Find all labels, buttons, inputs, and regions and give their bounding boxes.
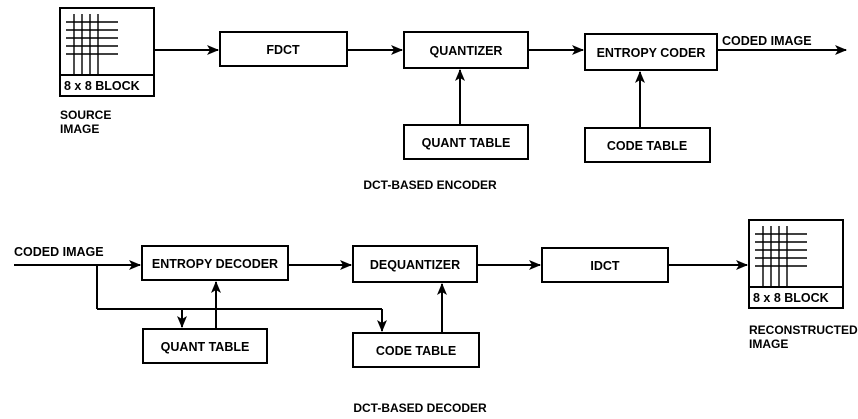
source-grid-icon bbox=[66, 14, 118, 74]
encoder-output-label: CODED IMAGE bbox=[722, 34, 812, 48]
decoder-input-label: CODED IMAGE bbox=[14, 245, 104, 259]
fdct-box bbox=[219, 31, 348, 67]
fdct-label: FDCT bbox=[266, 43, 300, 57]
encoder-title: DCT-BASED ENCODER bbox=[363, 178, 497, 192]
idct-block: IDCT bbox=[541, 247, 669, 283]
encoder-section: 8 x 8 BLOCK SOURCE IMAGE FDCT QUANTIZER … bbox=[59, 7, 847, 192]
dequantizer-box bbox=[352, 245, 478, 283]
entropy-coder-box bbox=[584, 33, 718, 71]
entropy-decoder-block: ENTROPY DECODER bbox=[141, 245, 289, 281]
source-caption-line1: SOURCE bbox=[60, 108, 111, 122]
entropy-coder-block: ENTROPY CODER bbox=[584, 33, 718, 71]
encoder-code-table-block: CODE TABLE bbox=[584, 127, 711, 163]
quantizer-block: QUANTIZER bbox=[403, 31, 529, 69]
encoder-code-table-label: CODE TABLE bbox=[607, 139, 687, 153]
decoder-quant-table-block: QUANT TABLE bbox=[142, 328, 268, 364]
reconstructed-image-block: 8 x 8 BLOCK RECONSTRUCTED IMAGE bbox=[748, 219, 858, 351]
recon-caption-line2: IMAGE bbox=[749, 337, 788, 351]
source-caption-line2: IMAGE bbox=[60, 122, 99, 136]
dequantizer-label: DEQUANTIZER bbox=[370, 258, 460, 272]
quantizer-label: QUANTIZER bbox=[430, 44, 503, 58]
decoder-quant-table-box bbox=[142, 328, 268, 364]
fdct-block: FDCT bbox=[219, 31, 348, 67]
source-image-block: 8 x 8 BLOCK SOURCE IMAGE bbox=[59, 7, 155, 136]
recon-grid-icon bbox=[755, 226, 807, 286]
entropy-coder-label: ENTROPY CODER bbox=[597, 46, 706, 60]
encoder-quant-table-box bbox=[403, 124, 529, 160]
quantizer-box bbox=[403, 31, 529, 69]
decoder-code-table-block: CODE TABLE bbox=[352, 332, 480, 368]
source-block-label: 8 x 8 BLOCK bbox=[64, 79, 140, 93]
decoder-quant-table-label: QUANT TABLE bbox=[161, 340, 250, 354]
encoder-code-table-box bbox=[584, 127, 711, 163]
idct-label: IDCT bbox=[590, 259, 620, 273]
entropy-decoder-label: ENTROPY DECODER bbox=[152, 257, 278, 271]
encoder-quant-table-label: QUANT TABLE bbox=[422, 136, 511, 150]
decoder-code-table-label: CODE TABLE bbox=[376, 344, 456, 358]
decoder-title: DCT-BASED DECODER bbox=[353, 401, 487, 415]
decoder-section: CODED IMAGE ENTROPY DECODER DEQUANTIZER … bbox=[14, 219, 858, 415]
entropy-decoder-box bbox=[141, 245, 289, 281]
decoder-code-table-box bbox=[352, 332, 480, 368]
encoder-quant-table-block: QUANT TABLE bbox=[403, 124, 529, 160]
recon-block-label: 8 x 8 BLOCK bbox=[753, 291, 829, 305]
idct-box bbox=[541, 247, 669, 283]
recon-caption-line1: RECONSTRUCTED bbox=[749, 323, 858, 337]
dequantizer-block: DEQUANTIZER bbox=[352, 245, 478, 283]
